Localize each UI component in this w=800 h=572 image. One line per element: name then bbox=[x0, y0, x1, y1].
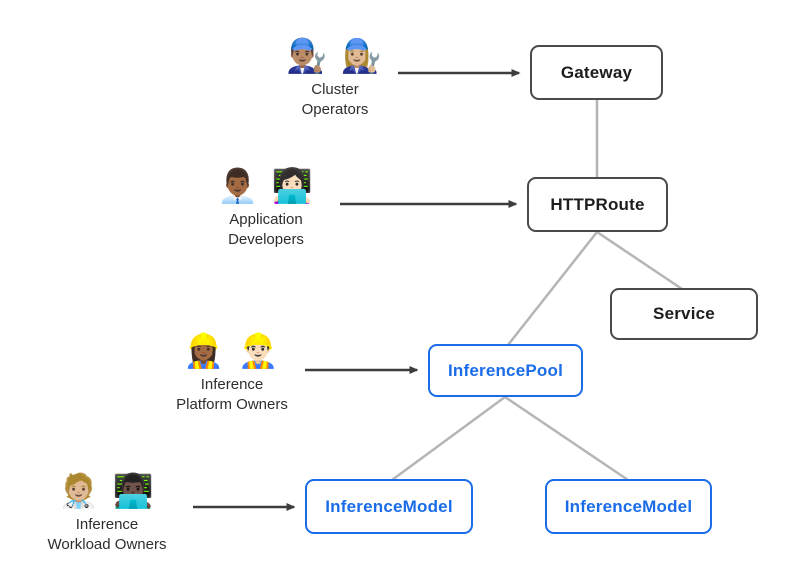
mechanics-emoji: 👨🏽‍🔧 👩🏼‍🔧 bbox=[286, 37, 384, 74]
edge-inferencepool-inferencemodel-right bbox=[504, 395, 629, 482]
persona-inference-platform-owners: 👷🏾‍♀️ 👷🏻‍♂️ Inference Platform Owners bbox=[147, 329, 317, 415]
persona-inference-workload-owners: 🧑🏼‍⚕️ 👨🏿‍💻 Inference Workload Owners bbox=[22, 469, 192, 555]
httproute-node: HTTPRoute bbox=[527, 177, 668, 232]
developers-emoji: 👨🏾‍💼 👩🏻‍💻 bbox=[217, 167, 315, 204]
edge-httproute-inferencepool bbox=[507, 231, 598, 346]
edge-inferencepool-inferencemodel-left bbox=[391, 395, 506, 482]
label-line-2: Operators bbox=[301, 101, 369, 118]
application-developers-label: Application Developers bbox=[181, 210, 351, 250]
inference-workload-owners-label: Inference Workload Owners bbox=[22, 515, 192, 555]
label-line-1: Inference bbox=[75, 516, 139, 533]
edge-httproute-service bbox=[596, 230, 683, 291]
label-line-2: Developers bbox=[228, 231, 304, 248]
persona-application-developers: 👨🏾‍💼 👩🏻‍💻 Application Developers bbox=[181, 164, 351, 250]
label-line-1: Cluster bbox=[311, 81, 359, 98]
label-line-1: Application bbox=[229, 211, 303, 228]
construction-workers-emoji: 👷🏾‍♀️ 👷🏻‍♂️ bbox=[183, 332, 281, 369]
label-line-2: Platform Owners bbox=[176, 396, 288, 413]
workload-owners-emoji: 🧑🏼‍⚕️ 👨🏿‍💻 bbox=[58, 472, 156, 509]
inferencemodel-right-node: InferenceModel bbox=[545, 479, 712, 534]
gateway-node: Gateway bbox=[530, 45, 663, 100]
inferencepool-node: InferencePool bbox=[428, 344, 583, 397]
label-line-1: Inference bbox=[200, 376, 264, 393]
persona-cluster-operators: 👨🏽‍🔧 👩🏼‍🔧 Cluster Operators bbox=[250, 34, 420, 120]
inference-platform-owners-label: Inference Platform Owners bbox=[147, 375, 317, 415]
inferencemodel-left-node: InferenceModel bbox=[305, 479, 473, 534]
label-line-2: Workload Owners bbox=[47, 536, 167, 553]
service-node: Service bbox=[610, 288, 758, 340]
cluster-operators-label: Cluster Operators bbox=[250, 80, 420, 120]
